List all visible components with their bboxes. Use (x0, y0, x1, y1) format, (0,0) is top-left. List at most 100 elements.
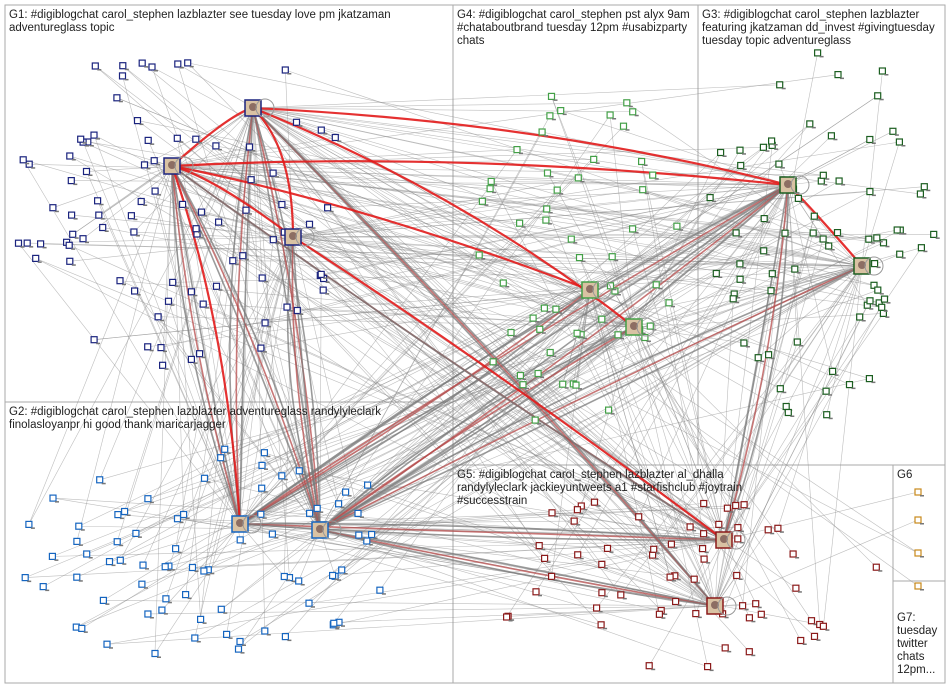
graph-node-label-mark (920, 556, 924, 558)
graph-node-label-mark (823, 184, 827, 186)
graph-node (16, 240, 22, 246)
graph-node-label-mark (774, 277, 778, 279)
graph-node (365, 482, 371, 488)
graph-node-label-mark (85, 145, 89, 147)
graph-node (318, 127, 324, 133)
graph-node-label-mark (253, 183, 257, 185)
graph-node (599, 590, 605, 596)
graph-node (568, 236, 574, 242)
graph-edge (253, 108, 869, 239)
graph-node (84, 169, 90, 175)
graph-node (537, 326, 543, 332)
graph-node-label-mark (738, 509, 742, 511)
graph-node-label-mark (799, 345, 803, 347)
graph-node (918, 245, 924, 251)
graph-node (722, 645, 728, 651)
graph-node-label-mark (554, 579, 558, 581)
graph-node (618, 592, 624, 598)
graph-node (279, 473, 285, 479)
graph-node-label-mark (323, 277, 327, 279)
graph-node-label-mark (880, 99, 884, 101)
graph-node-label-mark (186, 518, 190, 520)
graph-node (795, 195, 801, 201)
graph-node-label-mark (137, 294, 141, 296)
graph-node-label-mark (558, 312, 562, 314)
graph-node-label-mark (335, 579, 339, 581)
graph-node (823, 388, 829, 394)
graph-node-label-mark (202, 357, 206, 359)
graph-node-label-mark (895, 134, 899, 136)
graph-node (630, 226, 636, 232)
graph-node-label-mark (31, 527, 35, 529)
graph-node (193, 226, 199, 232)
graph-node-label-mark (765, 150, 769, 152)
graph-node-label-mark (72, 264, 76, 266)
graph-node-label-mark (583, 509, 587, 511)
graph-node-label-mark (828, 394, 832, 396)
graph-node (100, 597, 106, 603)
graph-node (96, 212, 102, 218)
graph-node-label-mark (552, 119, 556, 121)
graph-node-label-mark (926, 190, 930, 192)
graph-node (815, 50, 821, 56)
graph-node-label-mark (580, 181, 584, 183)
graph-node (741, 502, 747, 508)
graph-node-label-mark (193, 362, 197, 364)
graph-node (820, 236, 826, 242)
graph-node (701, 501, 707, 507)
graph-node (872, 261, 878, 267)
graph-node-label-mark (877, 267, 881, 269)
graph-node-label-mark (150, 143, 154, 145)
graph-node-label-mark (745, 609, 749, 611)
graph-node-label-mark (207, 481, 211, 483)
graph-node-label-mark (565, 387, 569, 389)
graph-node-label-mark (611, 413, 615, 415)
graph-node (826, 243, 832, 249)
graph-node (270, 237, 276, 243)
graph-node-label-mark (644, 165, 648, 167)
graph-node (650, 172, 656, 178)
graph-node-label-mark (825, 629, 829, 631)
graph-node (294, 308, 300, 314)
graph-node (224, 631, 230, 637)
graph-node-label-mark (671, 306, 675, 308)
graph-node-label-mark (623, 598, 627, 600)
graph-node (737, 261, 743, 267)
graph-node (117, 557, 123, 563)
graph-node (879, 304, 885, 310)
graph-node-label-mark (286, 580, 290, 582)
graph-node-label-mark (655, 558, 659, 560)
graph-node-label-mark (647, 341, 651, 343)
graph-edge (261, 290, 590, 348)
graph-edge (862, 142, 899, 266)
graph-node (575, 552, 581, 558)
graph-node-label-mark (509, 620, 513, 622)
graph-node (132, 288, 138, 294)
graph-node-label-mark (275, 243, 279, 245)
graph-node (68, 178, 74, 184)
graph-node-label-mark (583, 338, 587, 340)
graph-node-label-mark (505, 286, 509, 288)
graph-node (487, 186, 493, 192)
graph-node (67, 258, 73, 264)
graph-node (325, 205, 331, 211)
graph-node-label-mark (635, 232, 639, 234)
graph-node-label-mark (758, 607, 762, 609)
graph-node-label-mark (193, 295, 197, 297)
graph-node (281, 574, 287, 580)
graph-node (647, 323, 653, 329)
graph-node (724, 505, 730, 511)
graph-node (476, 252, 482, 258)
graph-node (307, 510, 313, 516)
graph-edge (77, 166, 172, 541)
graph-node (279, 202, 285, 208)
graph-node-label-mark (563, 114, 567, 116)
graph-node-label-mark (25, 163, 29, 165)
graph-node (214, 283, 220, 289)
graph-node (793, 585, 799, 591)
graph-node-label-mark (140, 124, 144, 126)
graph-node-label-mark (841, 184, 845, 186)
graph-node-label-mark (221, 225, 225, 227)
graph-node-label-mark (205, 307, 209, 309)
graph-node (701, 531, 707, 537)
